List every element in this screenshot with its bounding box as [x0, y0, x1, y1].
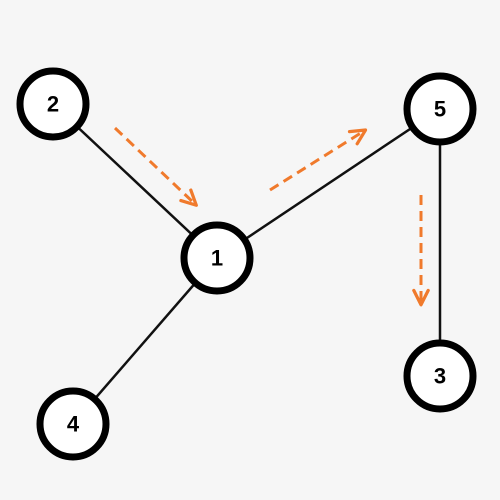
node-1: 1 — [180, 221, 254, 295]
node-5: 5 — [403, 72, 477, 146]
arrow-2-to-1 — [113, 126, 198, 207]
edge-2-1 — [52, 103, 218, 259]
node-5-label: 5 — [434, 97, 446, 122]
edge-1-4 — [72, 257, 218, 425]
node-1-circle — [180, 221, 254, 295]
edge-1-5 — [216, 107, 441, 260]
node-2-label: 2 — [47, 92, 59, 117]
arrow-1-to-5 — [269, 128, 368, 192]
node-2-circle — [16, 67, 90, 141]
edges — [52, 103, 442, 425]
traversal-arrows — [113, 126, 430, 307]
node-4: 4 — [36, 387, 110, 461]
node-4-label: 4 — [67, 412, 80, 437]
node-3: 3 — [403, 339, 477, 413]
node-3-label: 3 — [434, 364, 446, 389]
node-2: 2 — [16, 67, 90, 141]
node-1-label: 1 — [211, 246, 223, 271]
node-3-circle — [403, 339, 477, 413]
node-4-circle — [36, 387, 110, 461]
node-5-circle — [403, 72, 477, 146]
